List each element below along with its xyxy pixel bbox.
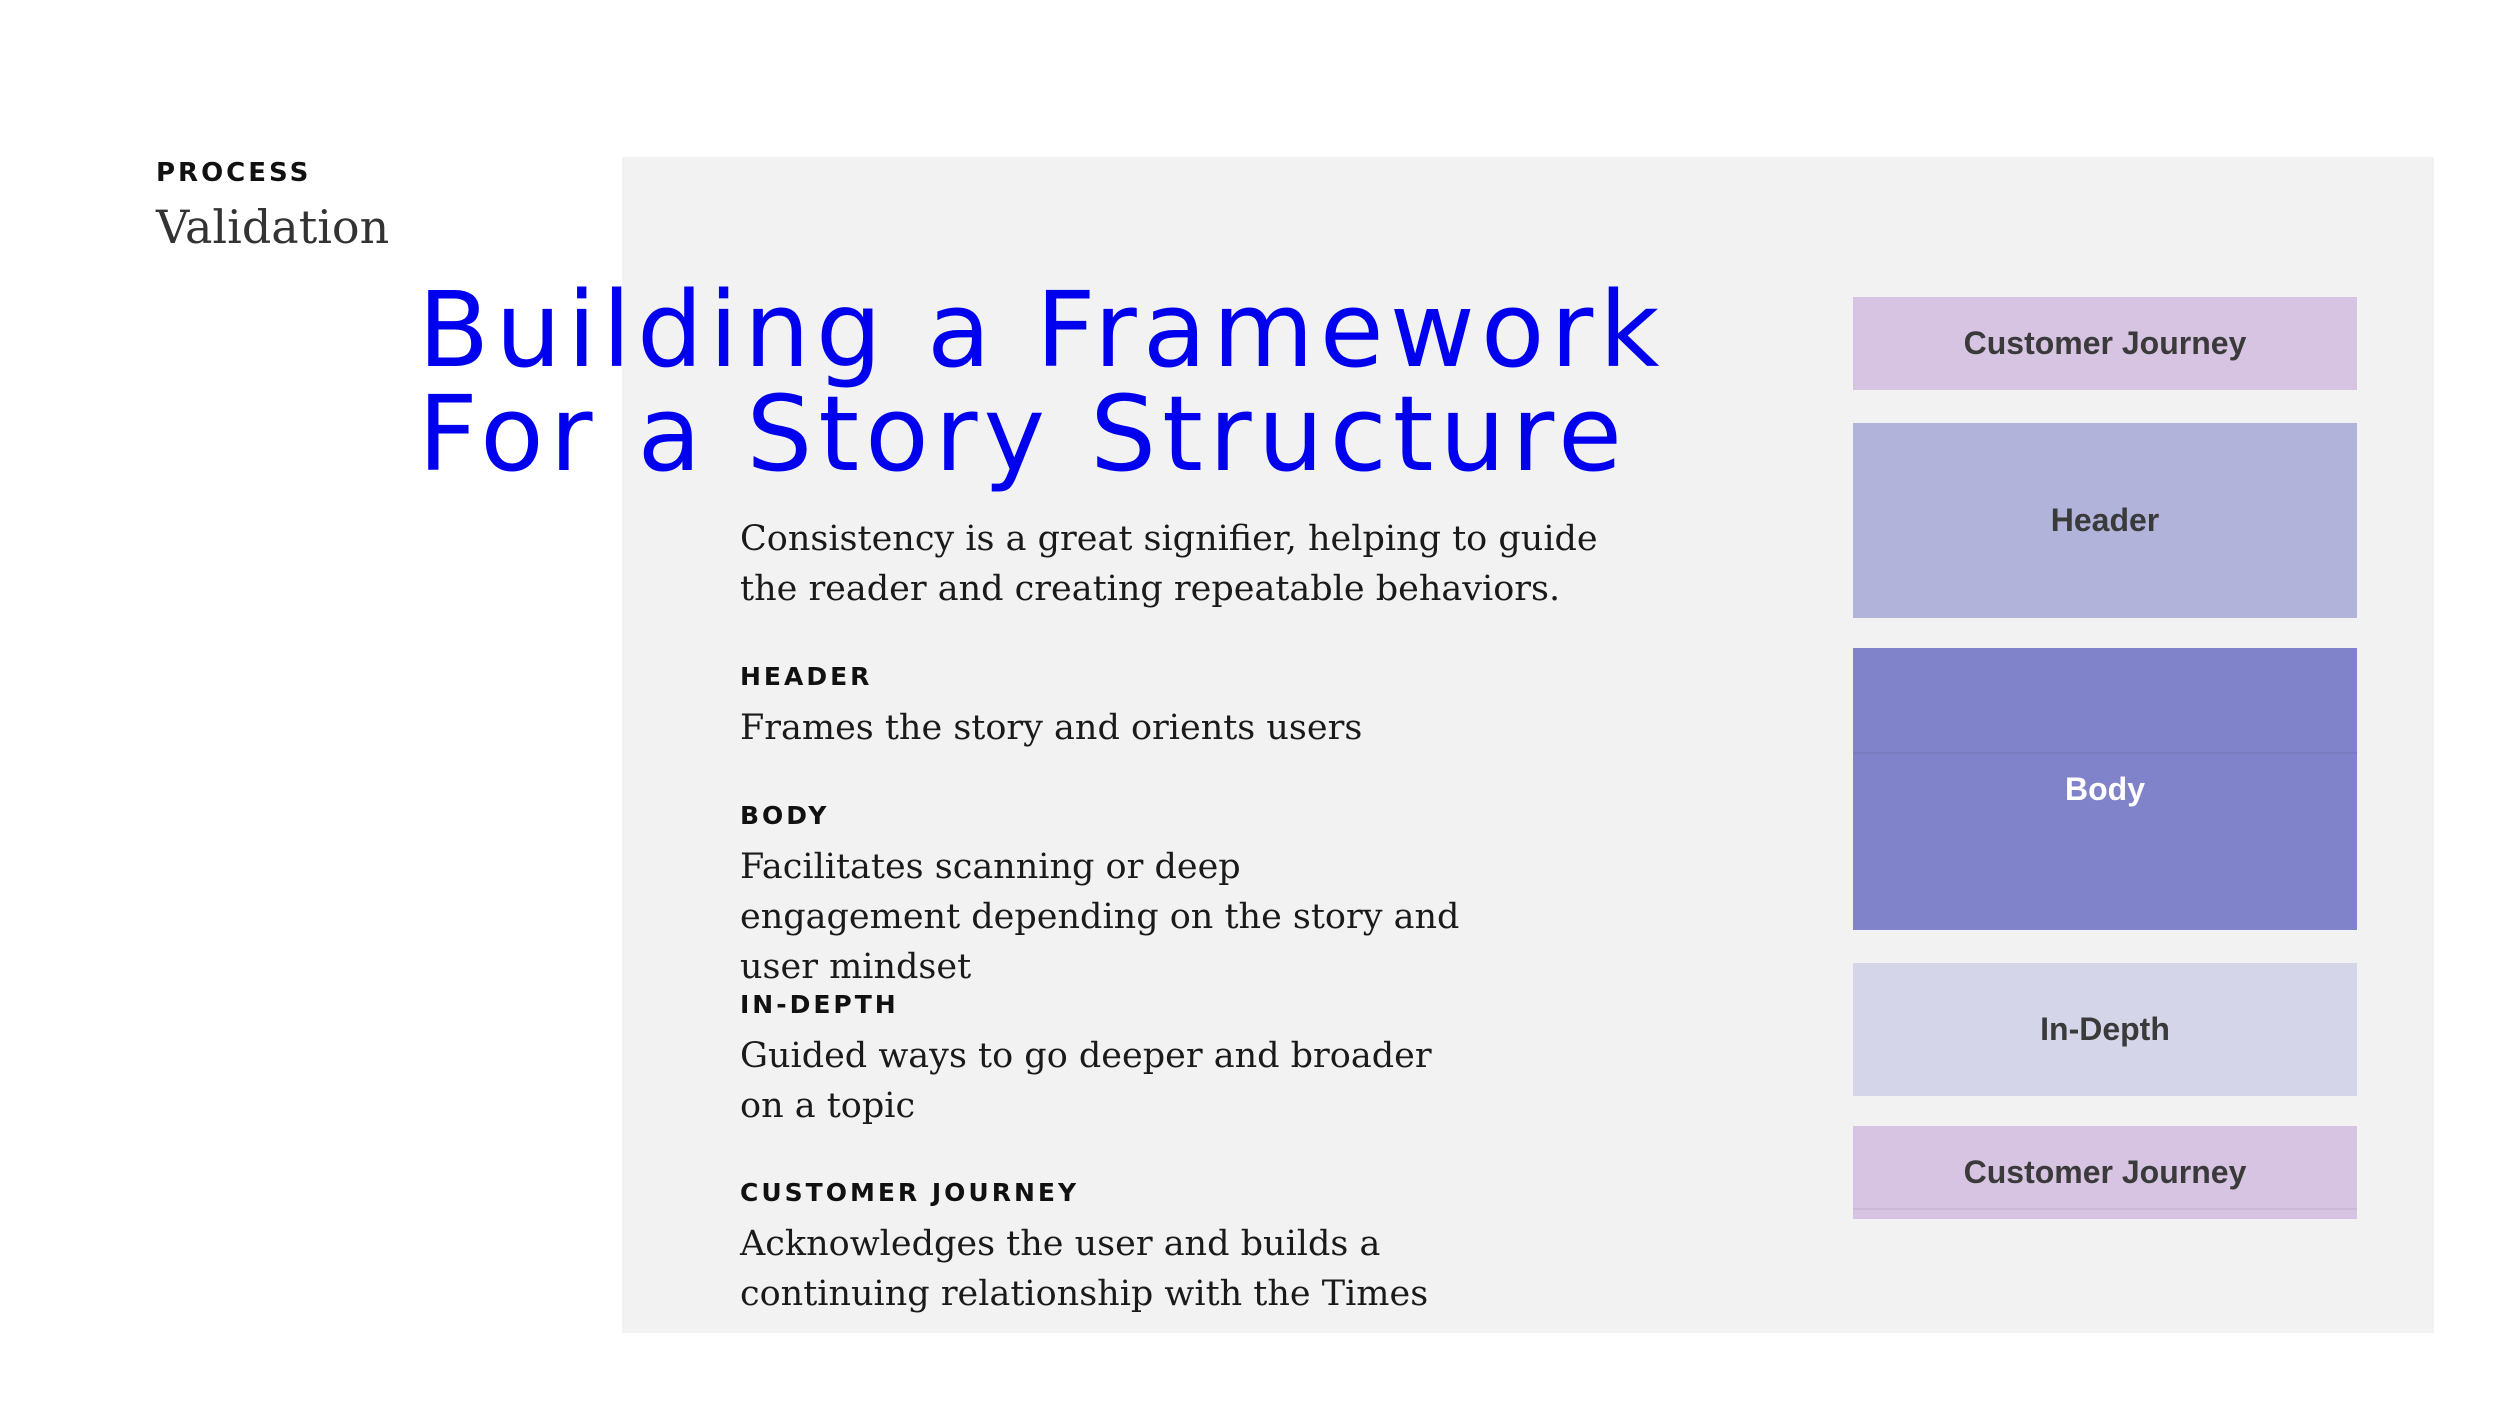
section-text: Frames the story and orients users xyxy=(740,708,1363,748)
structure-block-body: Body xyxy=(1853,648,2357,930)
headline-line-2: For a Story Structure xyxy=(418,373,1628,495)
section-eyebrow: PROCESS xyxy=(156,158,312,188)
section-customer-journey: CUSTOMER JOURNEY Acknowledges the user a… xyxy=(740,1178,1640,1319)
block-label: Customer Journey xyxy=(1963,325,2247,361)
block-label: Customer Journey xyxy=(1963,1154,2247,1190)
structure-block-header: Header xyxy=(1853,423,2357,618)
structure-block-in-depth: In-Depth xyxy=(1853,963,2357,1096)
section-label: BODY xyxy=(740,801,830,830)
section-text: Guided ways to go deeper and broader on … xyxy=(740,1036,1432,1126)
section-text: Facilitates scanning or deep engagement … xyxy=(740,847,1460,987)
block-divider xyxy=(1853,1208,2357,1210)
section-subtitle: Validation xyxy=(156,200,390,254)
structure-block-customer-journey-bottom: Customer Journey xyxy=(1853,1126,2357,1219)
section-text: Acknowledges the user and builds a conti… xyxy=(740,1224,1429,1314)
section-in-depth: IN-DEPTH Guided ways to go deeper and br… xyxy=(740,990,1640,1131)
section-label: CUSTOMER JOURNEY xyxy=(740,1178,1080,1207)
block-label: In-Depth xyxy=(2040,1011,2170,1047)
section-label: HEADER xyxy=(740,662,873,691)
headline: Building a Framework For a Story Structu… xyxy=(418,278,1665,486)
section-header: HEADER Frames the story and orients user… xyxy=(740,662,1640,753)
section-body: BODY Facilitates scanning or deep engage… xyxy=(740,801,1640,992)
section-label: IN-DEPTH xyxy=(740,990,899,1019)
structure-block-customer-journey-top: Customer Journey xyxy=(1853,297,2357,390)
block-divider xyxy=(1853,752,2357,754)
headline-line-1: Building a Framework xyxy=(418,269,1666,391)
block-label: Header xyxy=(2050,502,2160,538)
block-label: Body xyxy=(2065,770,2145,807)
intro-paragraph: Consistency is a great signifier, helpin… xyxy=(740,519,1598,609)
